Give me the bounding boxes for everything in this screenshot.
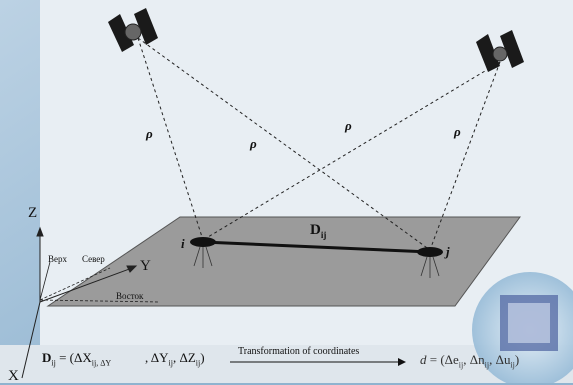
formula-left-cont: , ΔYij, ΔZij)	[145, 350, 205, 368]
receiver-j	[417, 247, 443, 257]
emblem-logo-inner	[508, 303, 550, 343]
local-east-label: Восток	[116, 291, 144, 301]
local-north-label: Север	[82, 254, 105, 264]
formula-right: d = (Δeij, Δnij, Δuij)	[420, 352, 520, 370]
receiver-i	[190, 237, 216, 247]
axis-y-line	[39, 267, 133, 303]
axis-z-label: Z	[28, 205, 38, 221]
local-north-axis	[39, 267, 111, 301]
satellite-left-icon	[108, 8, 158, 52]
point-i-label: i	[181, 236, 185, 251]
signal-line-3	[202, 61, 501, 241]
axis-x-line	[21, 301, 41, 379]
transform-label: Transformation of coordinates	[238, 346, 360, 357]
axis-y-label: Y	[140, 258, 151, 274]
range-label-2: ρ	[250, 136, 257, 151]
local-up-axis	[39, 261, 51, 301]
formula-left: Dij = (ΔXij, ΔY	[42, 350, 112, 368]
local-up-label: Верх	[48, 254, 67, 264]
range-label-1: ρ	[146, 126, 153, 141]
transform-arrow-head	[398, 358, 406, 366]
satellite-right-icon	[476, 30, 524, 72]
axis-x-label: X	[8, 368, 19, 384]
point-j-label: j	[446, 244, 450, 259]
signal-line-2	[137, 37, 431, 251]
baseline-line	[202, 240, 431, 254]
baseline-label: Dij	[310, 222, 327, 240]
local-east-axis	[39, 299, 161, 303]
signal-line-1	[137, 37, 204, 241]
range-label-3: ρ	[345, 118, 352, 133]
range-label-4: ρ	[454, 124, 461, 139]
